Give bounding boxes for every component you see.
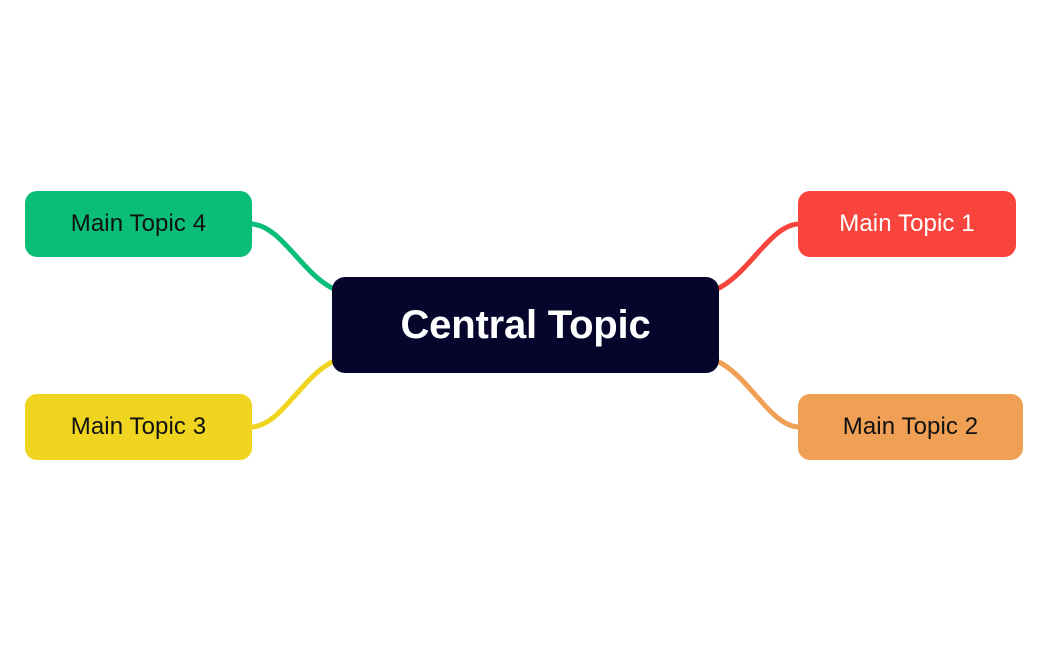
node-central-topic[interactable]: Central Topic <box>332 277 719 373</box>
node-main-topic-1-label: Main Topic 1 <box>839 210 975 237</box>
node-main-topic-4[interactable]: Main Topic 4 <box>25 191 252 257</box>
node-main-topic-2[interactable]: Main Topic 2 <box>798 394 1023 460</box>
node-main-topic-2-label: Main Topic 2 <box>842 413 979 440</box>
node-main-topic-4-label: Main Topic 4 <box>70 210 207 237</box>
node-main-topic-3-label: Main Topic 3 <box>70 413 207 440</box>
node-main-topic-3[interactable]: Main Topic 3 <box>25 394 252 460</box>
edge-central-to-main-topic-4 <box>249 221 335 291</box>
edge-central-to-main-topic-1 <box>716 221 801 291</box>
edge-central-to-main-topic-2 <box>716 359 801 430</box>
node-main-topic-1[interactable]: Main Topic 1 <box>798 191 1016 257</box>
edge-central-to-main-topic-3 <box>249 359 335 430</box>
node-central-topic-label: Central Topic <box>400 303 651 347</box>
